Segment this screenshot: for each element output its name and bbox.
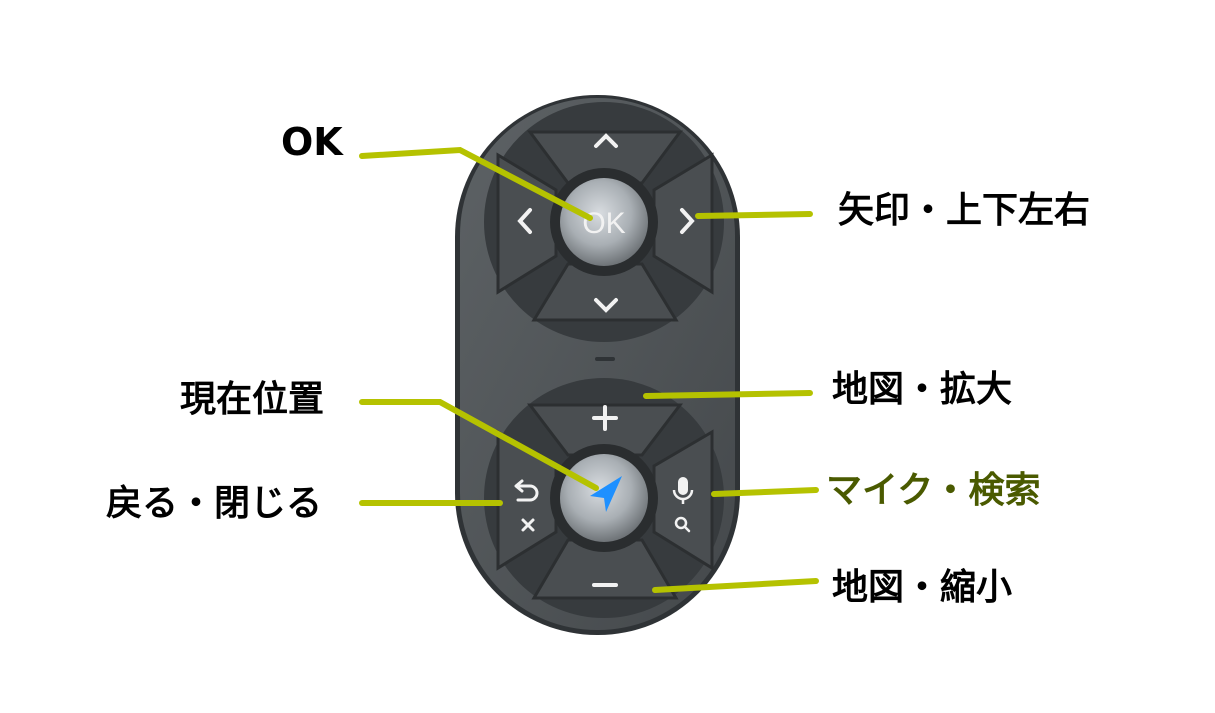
dpad-right-button[interactable] bbox=[652, 152, 714, 295]
label-zoom-out: 地図・縮小 bbox=[832, 567, 1013, 608]
plus-icon bbox=[592, 405, 618, 431]
chevron-down-icon bbox=[594, 298, 618, 313]
chevron-right-icon bbox=[680, 208, 695, 234]
callout-line-arrows bbox=[695, 211, 813, 219]
current-location-button[interactable] bbox=[550, 444, 658, 552]
callout-line-zoom-in bbox=[643, 390, 813, 399]
chevron-left-icon bbox=[517, 208, 532, 234]
callout-line-voice bbox=[711, 487, 819, 497]
indicator-slot bbox=[595, 357, 615, 361]
callout-line-zoom-out bbox=[652, 578, 819, 593]
label-ok: OK bbox=[281, 120, 343, 164]
zoom-in-button[interactable] bbox=[526, 403, 684, 457]
ok-button-text: OK bbox=[582, 207, 625, 240]
callout-line-ok bbox=[359, 146, 593, 221]
close-icon bbox=[521, 518, 535, 532]
label-back-close: 戻る・閉じる bbox=[106, 483, 323, 524]
label-current-location: 現在位置 bbox=[180, 379, 325, 420]
label-voice-search: マイク・検索 bbox=[826, 470, 1041, 511]
label-zoom-in: 地図・拡大 bbox=[832, 369, 1013, 410]
navigation-arrow-icon bbox=[590, 476, 622, 512]
chevron-up-icon bbox=[594, 133, 618, 148]
ok-button[interactable]: OK bbox=[550, 168, 658, 276]
label-arrows: 矢印・上下左右 bbox=[838, 190, 1091, 231]
top-dpad: OK bbox=[484, 102, 724, 342]
search-icon bbox=[674, 516, 691, 533]
callout-lines bbox=[359, 146, 819, 593]
callout-line-location bbox=[359, 399, 599, 491]
back-arrow-icon bbox=[514, 479, 539, 502]
microphone-icon bbox=[672, 477, 694, 504]
voice-search-button[interactable] bbox=[652, 429, 714, 571]
bottom-dpad bbox=[484, 378, 724, 618]
dpad-up-button[interactable] bbox=[527, 130, 683, 185]
